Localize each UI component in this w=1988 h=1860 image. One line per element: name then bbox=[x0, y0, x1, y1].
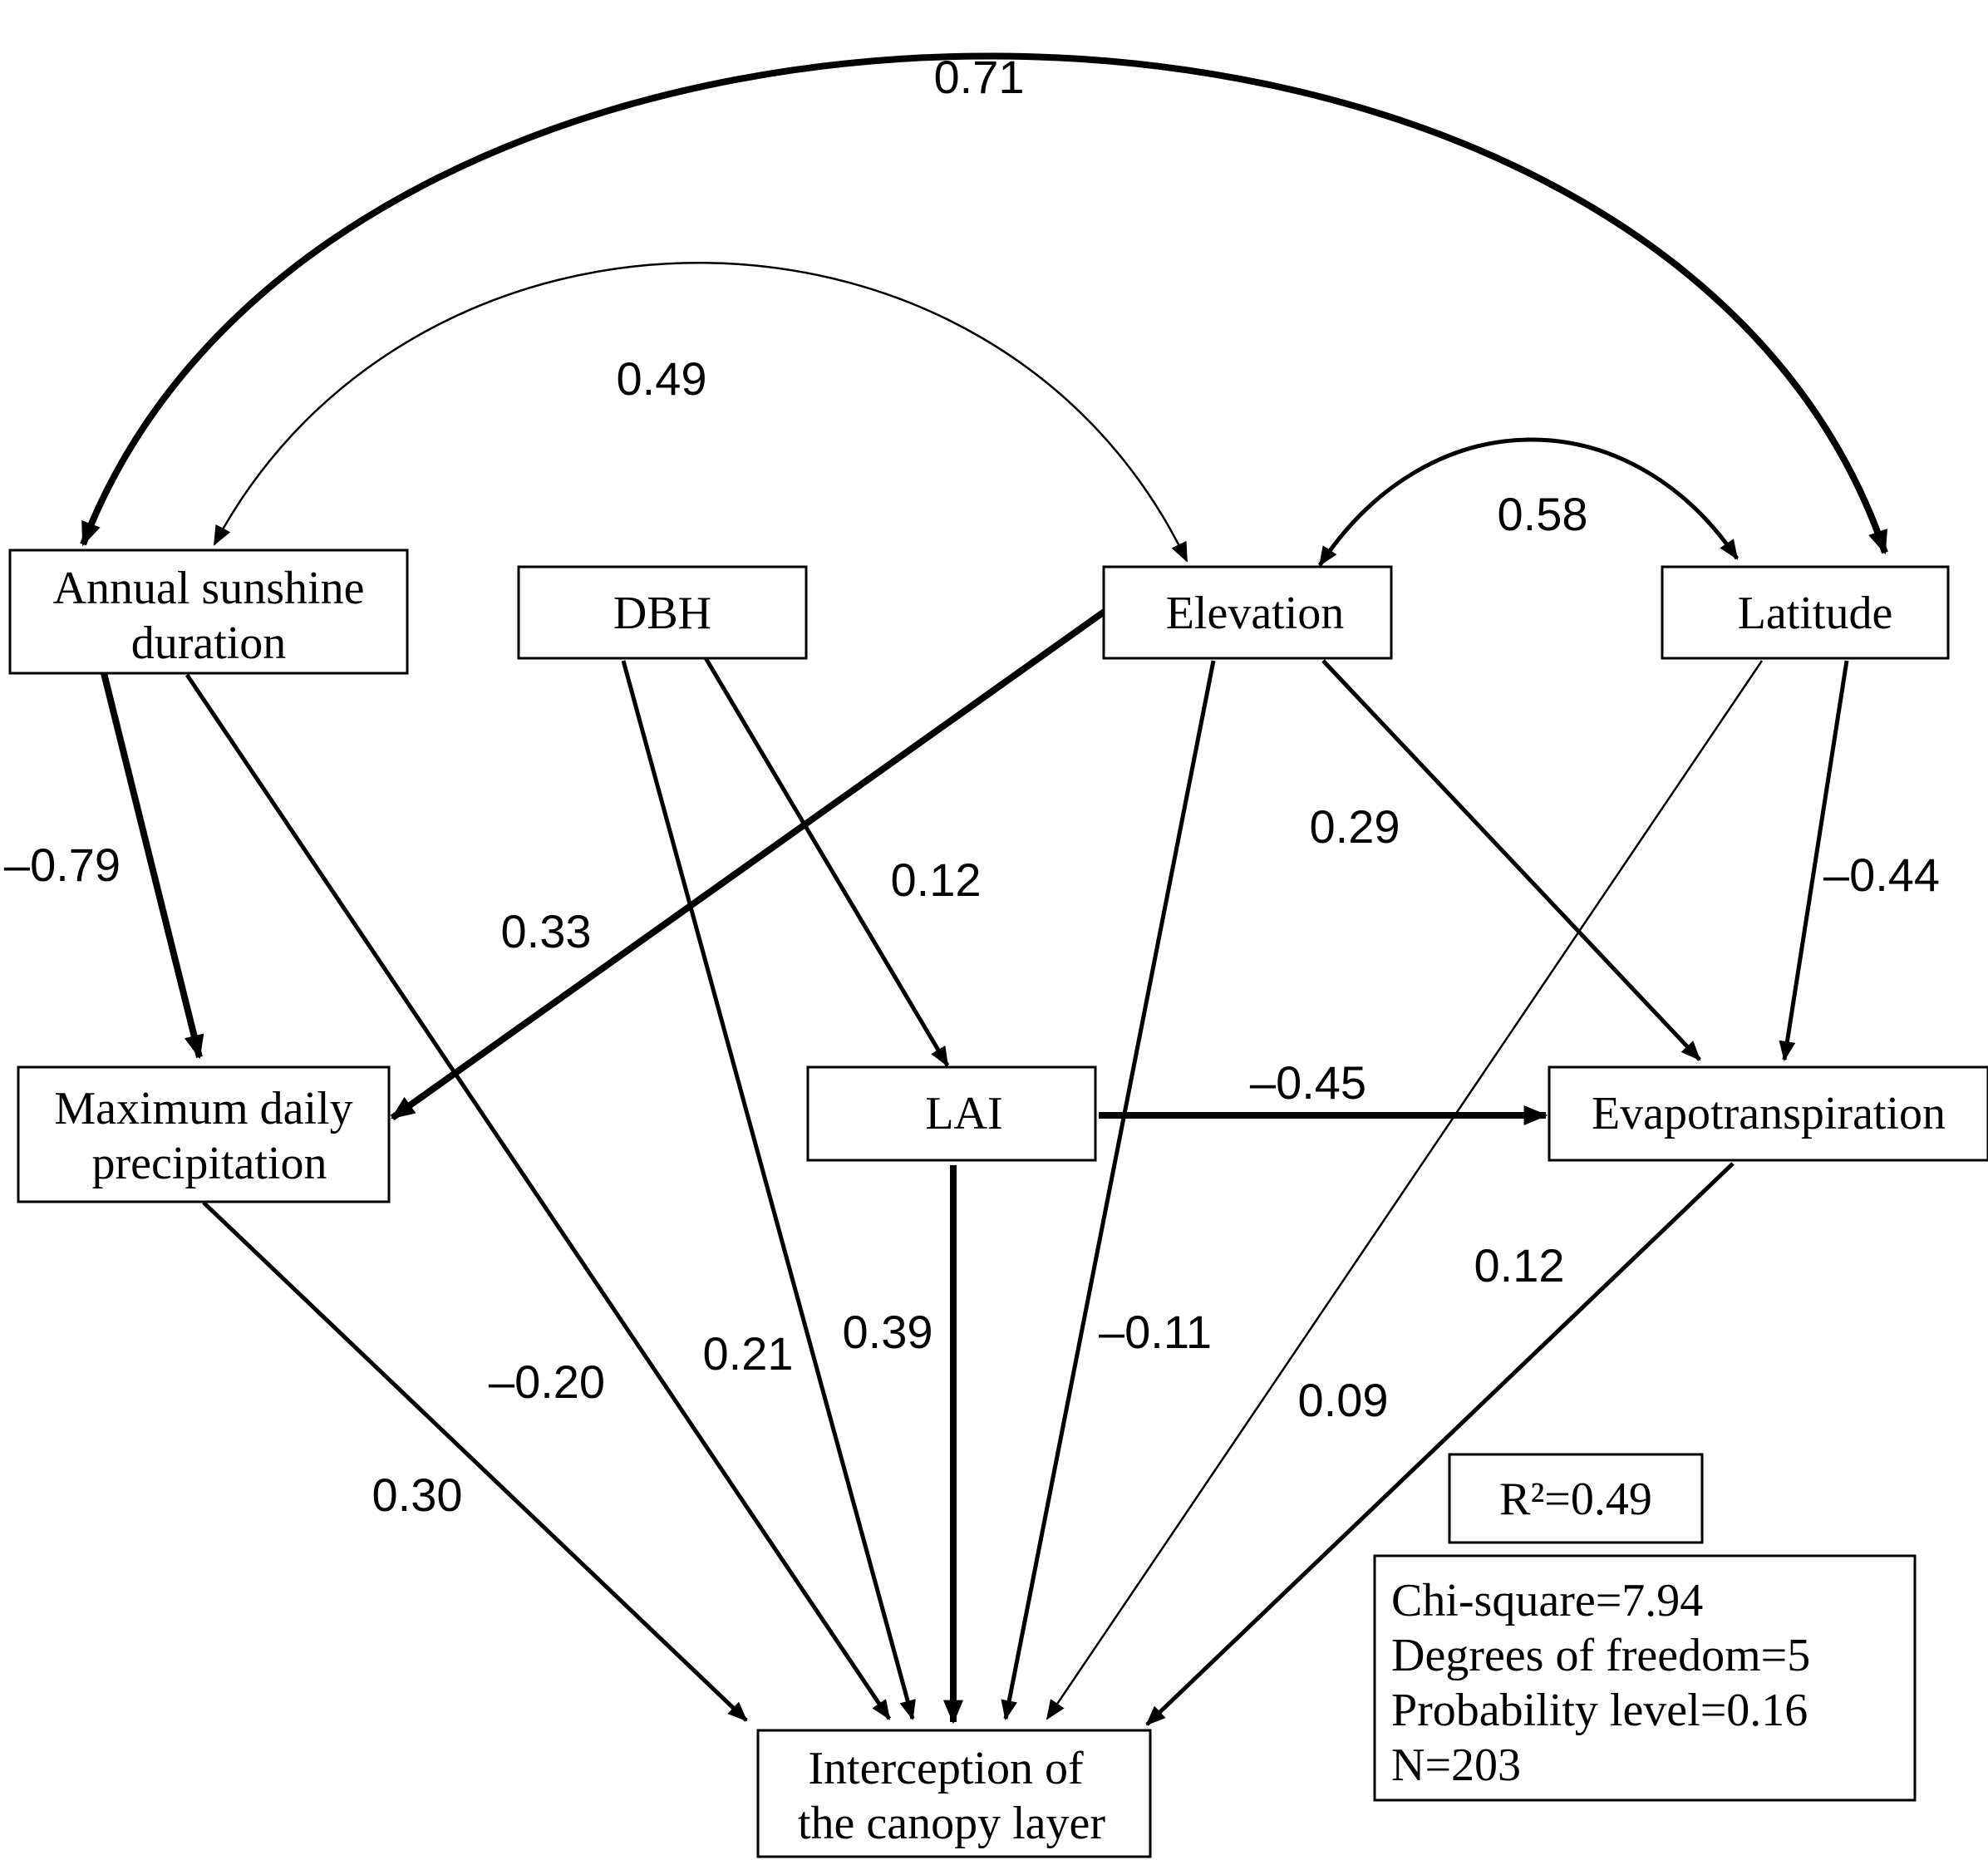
node-label: Latitude bbox=[1738, 588, 1893, 639]
node-annual-sunshine-duration: Annual sunshine duration bbox=[8, 549, 409, 675]
path-precip-to-interception bbox=[202, 1201, 748, 1722]
r-squared-label: R²=0.49 bbox=[1499, 1474, 1652, 1525]
r-squared-box: R²=0.49 bbox=[1448, 1453, 1704, 1544]
node-label: duration bbox=[131, 618, 287, 669]
chi-square-label: Chi-square=7.94 bbox=[1391, 1575, 1703, 1626]
coef-latitude-to-interception: 0.09 bbox=[1298, 1374, 1389, 1426]
path-latitude-to-evap bbox=[1779, 660, 1849, 1061]
arc-elevation-latitude bbox=[1317, 437, 1740, 567]
path-elevation-to-interception bbox=[1001, 660, 1216, 1720]
degrees-of-freedom-label: Degrees of freedom=5 bbox=[1391, 1630, 1810, 1681]
node-maximum-daily-precipitation: Maximum daily precipitation bbox=[17, 1065, 391, 1203]
coef-dbh-to-lai: 0.12 bbox=[891, 854, 982, 906]
path-latitude-to-interception bbox=[1046, 660, 1764, 1720]
coef-elevation-to-evap: 0.29 bbox=[1310, 800, 1400, 853]
node-interception-of-the-canopy-layer: Interception of the canopy layer bbox=[756, 1729, 1152, 1858]
node-latitude: Latitude bbox=[1661, 565, 1950, 660]
coef-precip-to-interception: 0.30 bbox=[372, 1469, 463, 1521]
coef-sunshine-latitude: 0.71 bbox=[934, 51, 1025, 103]
path-elevation-to-precip bbox=[390, 608, 1108, 1121]
coef-elevation-latitude: 0.58 bbox=[1498, 488, 1588, 540]
path-elevation-to-evap bbox=[1321, 659, 1701, 1061]
node-dbh: DBH bbox=[517, 565, 808, 660]
coef-elevation-to-interception: –0.11 bbox=[1099, 1306, 1212, 1358]
arc-sunshine-latitude bbox=[80, 52, 1888, 555]
coef-lai-to-interception: 0.39 bbox=[843, 1306, 933, 1358]
model-fit-box: Chi-square=7.94 Degrees of freedom=5 Pro… bbox=[1373, 1554, 1917, 1802]
arc-sunshine-elevation bbox=[213, 262, 1188, 563]
path-evap-to-interception bbox=[1145, 1162, 1735, 1726]
node-label: Annual sunshine bbox=[53, 563, 365, 614]
node-evapotranspiration: Evapotranspiration bbox=[1548, 1065, 1988, 1162]
path-sunshine-to-precip bbox=[101, 672, 204, 1060]
coef-evap-to-interception: 0.12 bbox=[1474, 1239, 1565, 1292]
coef-sunshine-to-precip: –0.79 bbox=[4, 839, 121, 891]
node-elevation: Elevation bbox=[1102, 565, 1393, 660]
node-label: Elevation bbox=[1166, 588, 1345, 639]
node-label: the canopy layer bbox=[798, 1798, 1105, 1849]
coef-dbh-to-interception: 0.21 bbox=[703, 1327, 794, 1380]
coef-latitude-to-evap: –0.44 bbox=[1823, 849, 1940, 901]
probability-level-label: Probability level=0.16 bbox=[1391, 1685, 1808, 1736]
node-label: Maximum daily bbox=[54, 1083, 352, 1134]
sample-size-label: N=203 bbox=[1391, 1739, 1521, 1791]
node-label: DBH bbox=[613, 588, 711, 639]
coef-lai-to-evap: –0.45 bbox=[1250, 1056, 1366, 1109]
node-label: precipitation bbox=[91, 1138, 327, 1189]
node-label: LAI bbox=[925, 1088, 1002, 1139]
node-label: Interception of bbox=[808, 1743, 1084, 1794]
coef-sunshine-to-interception: –0.20 bbox=[489, 1356, 605, 1408]
path-dbh-to-interception bbox=[621, 660, 916, 1720]
coef-elevation-to-precip: 0.33 bbox=[501, 905, 592, 957]
coef-sunshine-elevation: 0.49 bbox=[617, 352, 707, 405]
node-lai: LAI bbox=[806, 1065, 1097, 1162]
path-sunshine-to-interception bbox=[185, 673, 892, 1720]
path-dbh-to-lai bbox=[702, 655, 950, 1067]
node-label: Evapotranspiration bbox=[1592, 1088, 1946, 1139]
